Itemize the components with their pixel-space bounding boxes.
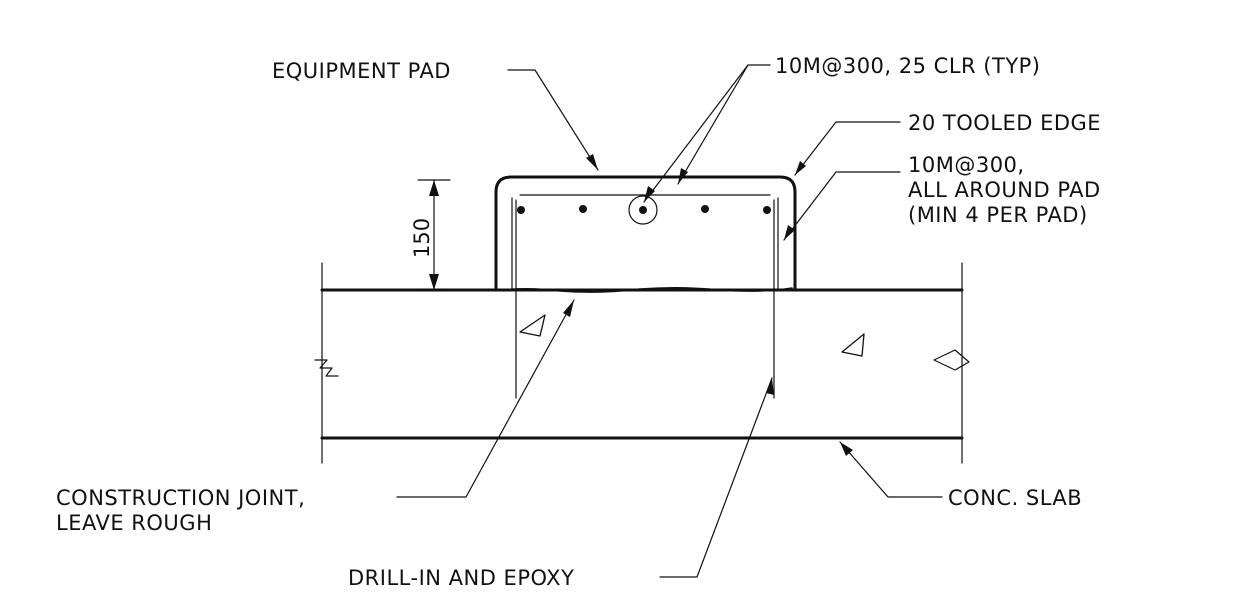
rebar-callout-circle xyxy=(628,195,658,225)
rebar-dot xyxy=(763,206,771,214)
break-line-left xyxy=(314,359,339,377)
break-line-right xyxy=(933,349,970,371)
leader-drill-epoxy xyxy=(659,377,773,578)
label-drill-epoxy: DRILL-IN AND EPOXY xyxy=(348,566,575,590)
dimension-150: 150 xyxy=(410,217,434,258)
arrowhead xyxy=(795,161,806,175)
label-conc-slab: CONC. SLAB xyxy=(948,486,1083,510)
aggregate-triangle xyxy=(519,314,546,337)
arrowhead xyxy=(840,442,853,456)
leader-rebar-top-b xyxy=(677,64,749,185)
arrowhead xyxy=(563,300,574,317)
rebar-dot xyxy=(701,205,709,213)
aggregate-triangle xyxy=(841,333,865,357)
arrowhead xyxy=(784,225,795,240)
label-construction-joint: CONSTRUCTION JOINT, LEAVE ROUGH xyxy=(56,486,306,535)
rebar-dot xyxy=(517,206,525,214)
leader-dowels xyxy=(783,171,901,241)
arrowhead xyxy=(678,168,688,184)
leader-conc-slab xyxy=(839,441,943,498)
label-rebar-top: 10M@300, 25 CLR (TYP) xyxy=(775,54,1041,78)
leader-equipment-pad xyxy=(507,69,599,171)
label-dowels: 10M@300, ALL AROUND PAD (MIN 4 PER PAD) xyxy=(908,153,1101,227)
arrowhead xyxy=(766,378,774,395)
dimension-arrow-bottom xyxy=(429,274,439,290)
label-tooled-edge: 20 TOOLED EDGE xyxy=(908,111,1102,135)
arrowhead xyxy=(644,186,655,202)
equipment-pad-outline xyxy=(494,175,797,292)
leader-rebar-top-a xyxy=(643,64,771,203)
rebar-dot xyxy=(639,206,647,214)
dimension-arrow-top xyxy=(429,180,439,196)
label-equipment-pad: EQUIPMENT PAD xyxy=(272,59,451,83)
construction-joint-line xyxy=(499,286,793,293)
leader-tooled-edge xyxy=(794,121,901,176)
rebar-dot xyxy=(579,205,587,213)
arrowhead xyxy=(586,154,598,170)
leader-construction-joint xyxy=(396,299,575,498)
